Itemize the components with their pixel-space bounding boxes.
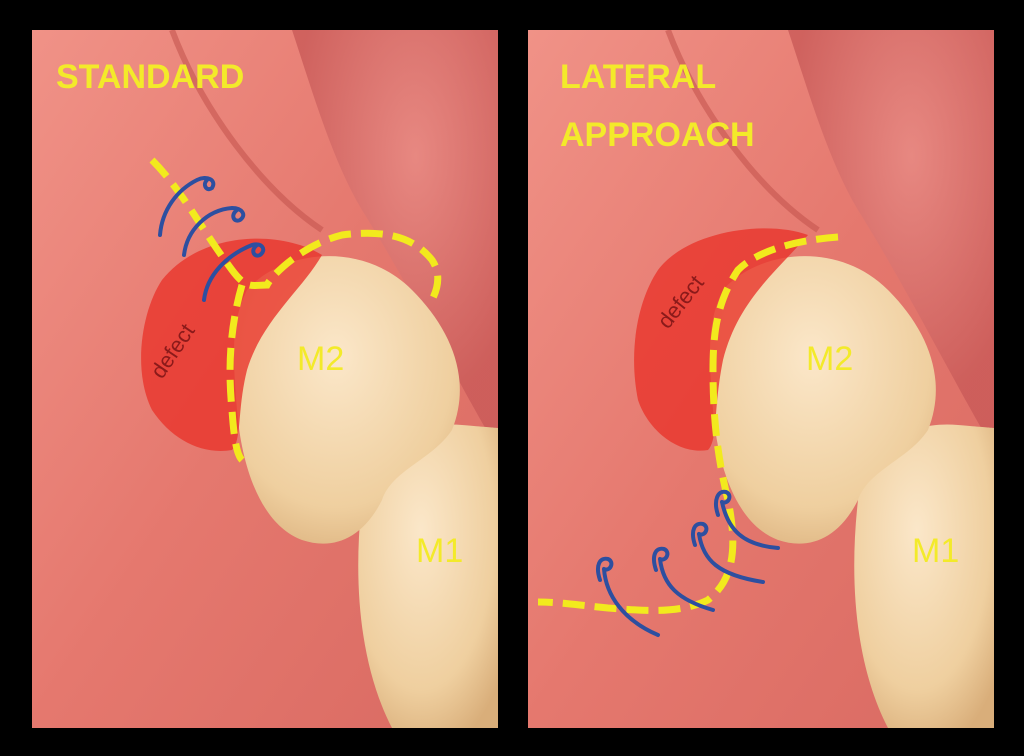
suture-3 — [652, 546, 715, 612]
standard-photo: STANDARD M2 M1 defect — [32, 30, 498, 728]
defect-area — [141, 238, 322, 451]
tooth-label-m2: M2 — [806, 340, 853, 378]
tooth-label-m1: M1 — [416, 532, 463, 570]
suture-2 — [691, 521, 765, 584]
tooth-m2 — [710, 256, 936, 544]
panel-title-line-2: APPROACH — [560, 116, 755, 154]
suture-1 — [714, 489, 780, 550]
tooth-m1 — [358, 424, 498, 728]
gum-fold — [169, 30, 324, 233]
suture-1 — [158, 176, 216, 237]
defect-area — [634, 228, 808, 451]
panel-lateral-approach: LATERAL APPROACH M2 M1 defect — [528, 30, 994, 728]
sutures — [596, 489, 780, 637]
gum-fold — [665, 30, 820, 233]
tooth-label-m1: M1 — [912, 532, 959, 570]
panel-title-line-1: STANDARD — [56, 58, 244, 96]
suture-4 — [596, 556, 660, 637]
panel-title-line-1: LATERAL — [560, 58, 716, 96]
incision-line — [149, 157, 442, 302]
suture-3 — [202, 242, 266, 302]
suture-2 — [182, 205, 246, 257]
panel-standard: STANDARD M2 M1 defect — [32, 30, 498, 728]
tooth-label-m2: M2 — [297, 340, 344, 378]
incision-line-vertical — [226, 284, 246, 463]
sutures — [158, 176, 266, 302]
palate-region — [788, 30, 994, 450]
lateral-approach-photo: LATERAL APPROACH M2 M1 defect — [528, 30, 994, 728]
tooth-m1 — [854, 424, 994, 728]
tooth-m2 — [234, 256, 460, 544]
